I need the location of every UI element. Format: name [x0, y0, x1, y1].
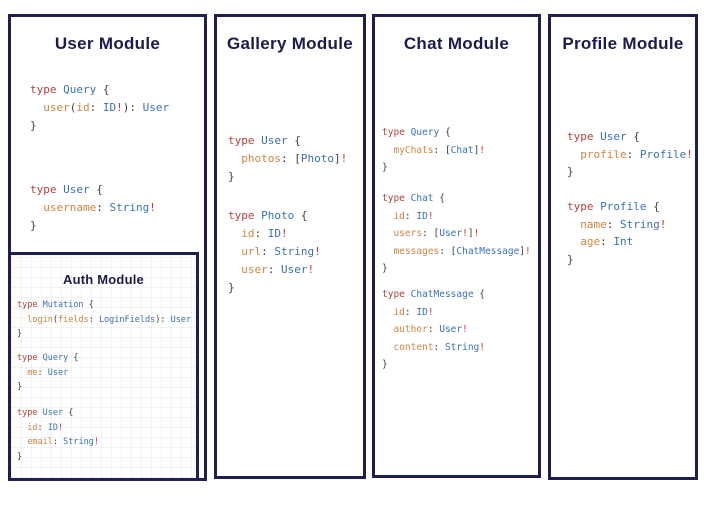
profile-module-title: Profile Module — [562, 34, 684, 53]
gallery-module-code-photo-type: type Photo { id: ID! url: String! user: … — [228, 209, 321, 294]
gallery-module-code-user-type: type User { photos: [Photo]!} — [228, 134, 348, 183]
user-module-code-user-type: type User { username: String!} — [30, 183, 156, 232]
chat-module-title: Chat Module — [403, 34, 510, 53]
chat-module-code-chat-type: type Chat { id: ID! users: [User!]! mess… — [382, 193, 531, 274]
user-module-title: User Module — [54, 34, 161, 53]
chat-module-code-query: type Query { myChats: [Chat]!} — [382, 127, 486, 173]
auth-module-code-query: type Query { me: User} — [17, 353, 79, 392]
panel-user-module: User Module type Query { user(id: ID!): … — [8, 14, 207, 481]
panel-gallery-module: Gallery Module type User { photos: [Phot… — [214, 14, 366, 479]
auth-module-title: Auth Module — [63, 272, 144, 287]
auth-module-code-mutation: type Mutation { login(fields: LoginField… — [17, 300, 192, 339]
chat-module-code-chatmessage-type: type ChatMessage { id: ID! author: User!… — [382, 289, 486, 370]
profile-module-code-profile-type: type Profile { name: String! age: Int} — [567, 200, 667, 266]
user-module-code-query: type Query { user(id: ID!): User} — [30, 83, 170, 132]
panel-chat-module: Chat Module type Query { myChats: [Chat]… — [372, 14, 541, 478]
panel-auth-module: Auth Module type Mutation { login(fields… — [8, 252, 199, 481]
gallery-module-title: Gallery Module — [226, 34, 354, 53]
auth-module-code-user-type: type User { id: ID! email: String!} — [17, 408, 99, 462]
panel-profile-module: Profile Module type User { profile: Prof… — [548, 14, 698, 480]
profile-module-code-user-type: type User { profile: Profile!} — [567, 130, 693, 178]
